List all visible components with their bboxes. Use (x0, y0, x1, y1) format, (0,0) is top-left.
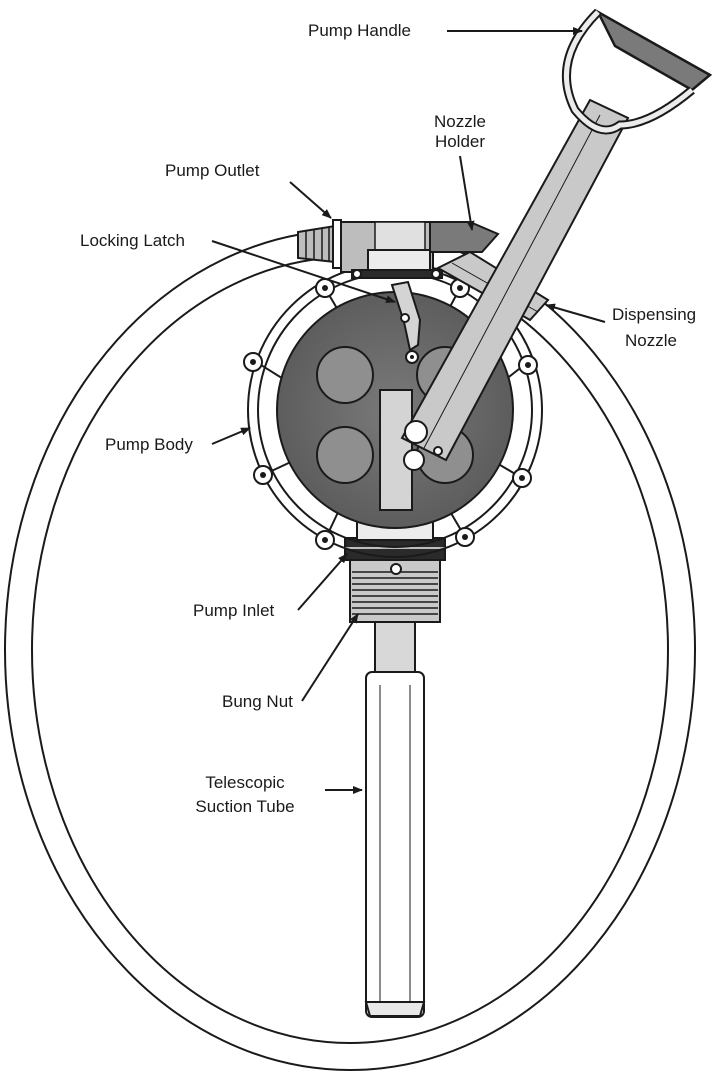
label-dispensing-nozzle-line2: Nozzle (625, 331, 677, 350)
label-pump-outlet: Pump Outlet (165, 161, 260, 180)
arrow-dispensing-nozzle (545, 303, 606, 323)
label-dispensing-nozzle-line1: Dispensing (612, 305, 697, 324)
arrow-bung-nut (301, 613, 359, 702)
label-pump-handle: Pump Handle (308, 21, 412, 40)
label-nozzle-holder-line1: Nozzle (434, 112, 486, 131)
label-nozzle-holder-line2: Holder (434, 132, 486, 151)
locking-latch (390, 280, 422, 364)
label-pump-inlet: Pump Inlet (193, 601, 275, 620)
telescopic-suction-tube (364, 617, 426, 1018)
label-suction-tube-line1: Telescopic (205, 773, 285, 792)
nozzle-holder (429, 221, 500, 253)
pump-outlet (297, 219, 443, 279)
arrow-locking-latch (211, 240, 396, 303)
bung-nut (349, 559, 441, 623)
arrow-pump-body (211, 427, 251, 445)
label-bung-nut: Bung Nut (222, 692, 293, 711)
label-suction-tube-line2: Suction Tube (195, 797, 295, 816)
label-locking-latch: Locking Latch (80, 231, 185, 250)
pump-handle-shaft (400, 98, 630, 471)
leader-arrows (211, 27, 606, 794)
label-pump-body: Pump Body (105, 435, 193, 454)
arrow-nozzle-holder (459, 155, 475, 231)
arrow-pump-outlet (289, 181, 332, 219)
pump-handle-grip (561, 8, 713, 135)
arrow-pump-inlet (297, 553, 348, 611)
